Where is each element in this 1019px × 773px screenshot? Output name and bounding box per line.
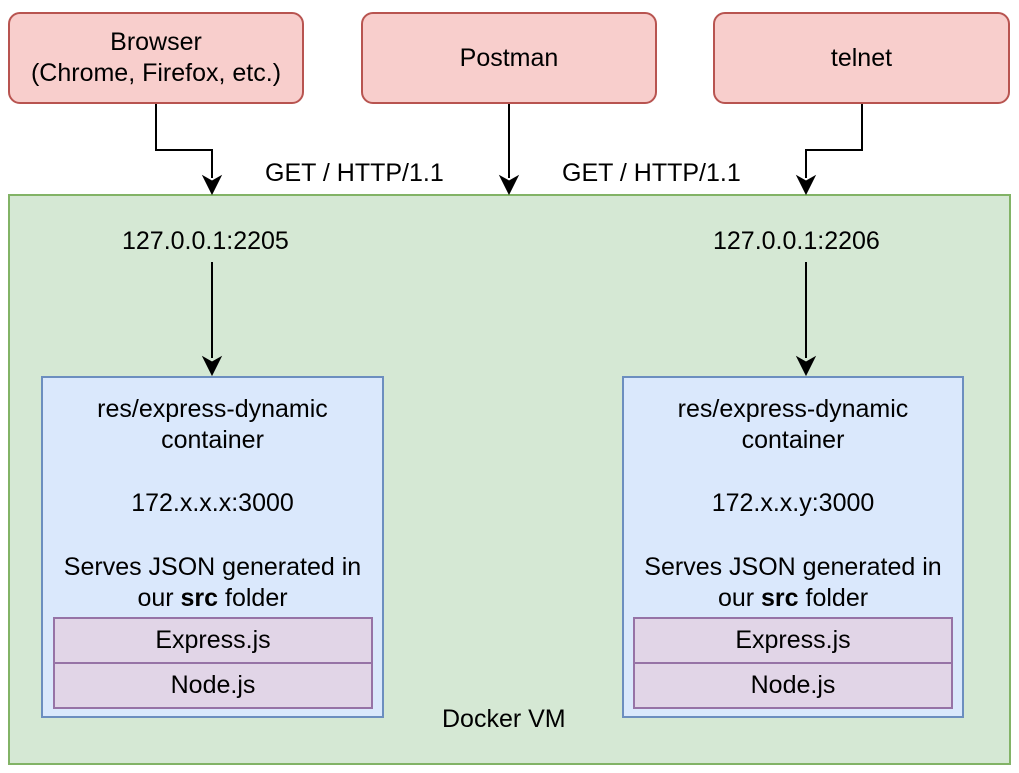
layer-label: Express.js: [155, 626, 271, 654]
layer-label: Express.js: [735, 626, 851, 654]
layer-expressjs-left[interactable]: Express.js: [53, 617, 373, 664]
docker-vm-label: Docker VM: [442, 705, 566, 733]
browser-sublabel: (Chrome, Firefox, etc.): [30, 59, 282, 87]
postman-client[interactable]: Postman: [361, 12, 657, 104]
container-description-line2: our src folder: [717, 584, 869, 612]
container-name-suffix: container: [161, 426, 264, 454]
container-name: res/express-dynamic: [677, 395, 909, 423]
container-name-suffix: container: [741, 426, 845, 454]
arrow-head: [795, 174, 817, 196]
layer-label: Node.js: [750, 671, 836, 699]
container-description: Serves JSON generated in: [63, 553, 362, 581]
container-ip: 172.x.x.x:3000: [131, 489, 294, 517]
browser-connector: [155, 104, 213, 178]
container-ip: 172.x.x.y:3000: [711, 489, 875, 517]
telnet-connector: [805, 104, 863, 178]
request-label-right: GET / HTTP/1.1: [562, 159, 741, 187]
arrow-head: [498, 174, 520, 196]
port-label-right: 127.0.0.1:2206: [713, 227, 880, 255]
src-folder-name: src: [180, 584, 219, 612]
request-label-left: GET / HTTP/1.1: [265, 159, 444, 187]
container-description: Serves JSON generated in: [644, 553, 942, 581]
port-label-left: 127.0.0.1:2205: [122, 227, 289, 255]
container-description-line2: our src folder: [137, 584, 288, 612]
src-folder-name: src: [761, 584, 799, 612]
arrow-head: [795, 355, 817, 377]
layer-expressjs-right[interactable]: Express.js: [633, 617, 953, 664]
layer-label: Node.js: [170, 671, 256, 699]
browser-label: Browser: [110, 28, 202, 56]
browser-client[interactable]: Browser (Chrome, Firefox, etc.): [8, 12, 304, 104]
arrow-head: [201, 355, 223, 377]
arrow-head: [201, 174, 223, 196]
postman-label: Postman: [459, 43, 559, 72]
container-name: res/express-dynamic: [97, 395, 328, 423]
layer-nodejs-right[interactable]: Node.js: [633, 662, 953, 709]
telnet-client[interactable]: telnet: [713, 12, 1010, 104]
telnet-label: telnet: [830, 43, 893, 72]
layer-nodejs-left[interactable]: Node.js: [53, 662, 373, 709]
